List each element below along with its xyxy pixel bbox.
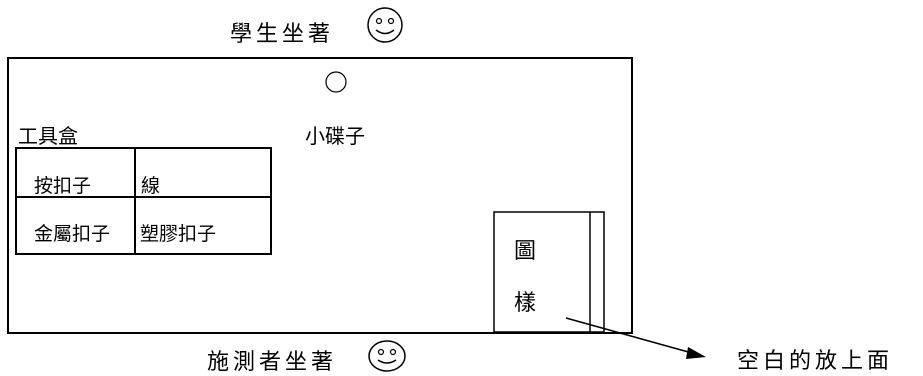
toolbox-label: 工具盒 xyxy=(18,124,78,148)
circle-dish-icon xyxy=(325,71,347,93)
toolbox-cell: 按扣子 xyxy=(34,175,92,197)
toolbox-cell: 塑膠扣子 xyxy=(140,223,217,245)
toolbox-cell: 金屬扣子 xyxy=(34,223,111,245)
blank-instruction-label: 空白的放上面 xyxy=(737,349,894,374)
pattern-booklet xyxy=(493,211,605,333)
small-dish-label: 小碟子 xyxy=(305,124,365,148)
smiley-face-icon xyxy=(367,7,403,43)
student-seat-label: 學生坐著 xyxy=(230,22,335,47)
pattern-label-top: 圖 xyxy=(514,239,537,264)
tester-seat-label: 施測者坐著 xyxy=(207,350,338,375)
toolbox-cell: 線 xyxy=(141,175,161,197)
toolbox-grid xyxy=(15,147,272,255)
smiley-face-icon xyxy=(368,340,406,372)
table-outline xyxy=(7,57,633,334)
pattern-label-bottom: 樣 xyxy=(514,291,537,316)
arrow-right-icon xyxy=(565,317,706,359)
